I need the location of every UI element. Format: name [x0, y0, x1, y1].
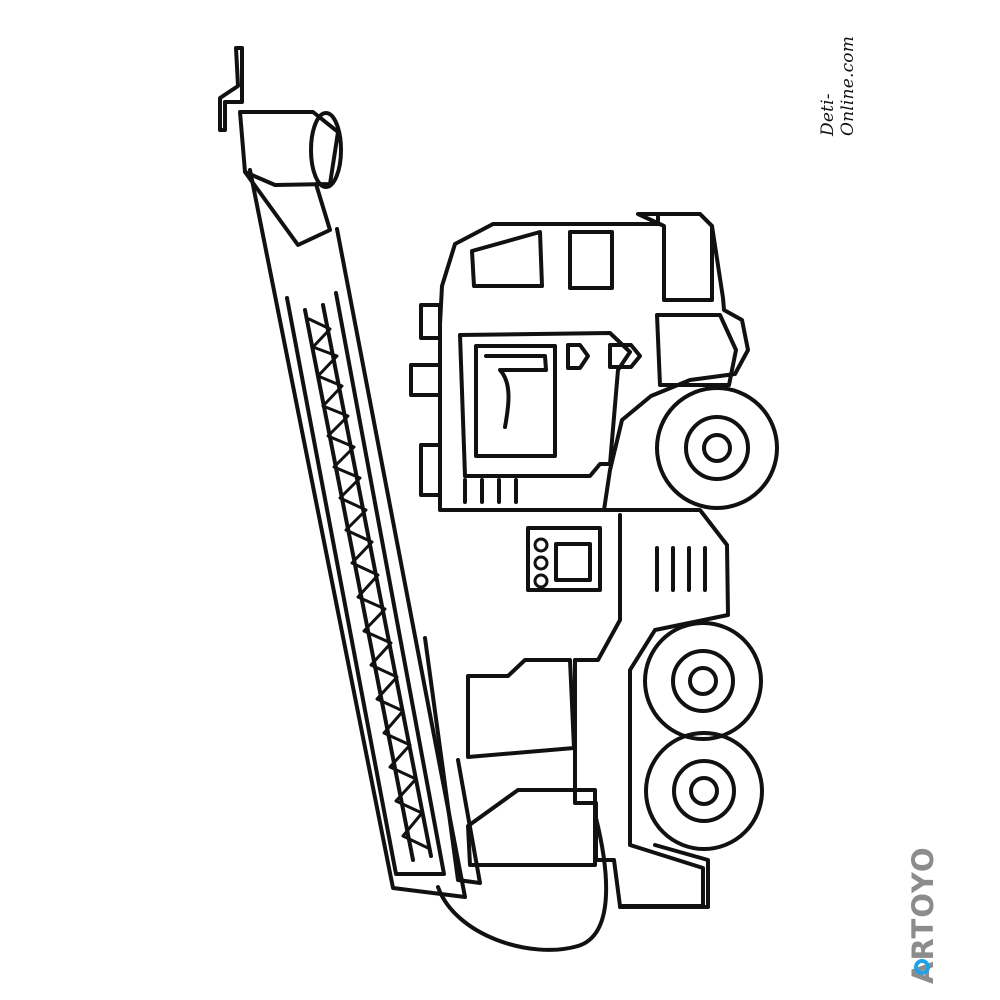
ladder-rail	[303, 308, 415, 862]
middle-wheel	[643, 621, 763, 741]
front-wheel-hub	[684, 415, 750, 481]
cab-handle	[566, 343, 590, 370]
control-knob-3	[533, 573, 549, 589]
side-window	[470, 230, 544, 288]
top-window	[568, 230, 614, 290]
grille-slots	[463, 478, 518, 504]
ladder-outer	[248, 168, 467, 899]
front-light	[608, 343, 642, 369]
ladder-rail-2	[321, 303, 433, 858]
rear-wheel-hub	[672, 759, 736, 823]
rear-step	[618, 843, 710, 909]
front-bumper	[655, 313, 738, 387]
roof-rack	[409, 303, 442, 497]
turntable-mount	[466, 658, 576, 759]
ladder-base-arm	[423, 636, 482, 885]
truck-cab-top	[438, 212, 750, 512]
ladder-hook	[218, 46, 244, 132]
site-watermark: Deti-Online.com	[818, 35, 858, 136]
rear-wheel-cap	[689, 776, 719, 806]
body-slots	[655, 546, 707, 592]
middle-wheel-hub	[671, 649, 735, 713]
control-panel	[526, 526, 602, 592]
brand-dot-icon	[914, 959, 930, 975]
ladder-rungs	[307, 317, 430, 850]
front-wheel	[655, 386, 779, 510]
control-knob-2	[533, 555, 549, 571]
ladder-bucket-end	[309, 111, 343, 189]
ladder-bucket	[238, 110, 340, 187]
door-frame	[458, 331, 632, 478]
middle-wheel-cap	[688, 666, 718, 696]
roof-cap	[636, 212, 714, 302]
door-window	[474, 344, 557, 458]
control-knob-1	[533, 537, 549, 553]
ladder-inner	[285, 291, 446, 876]
control-screen	[554, 542, 592, 582]
ladder-bucket-arm	[243, 170, 332, 247]
rear-hose-curve	[436, 816, 609, 952]
rear-wheel	[644, 731, 764, 851]
front-wheel-cap	[702, 433, 732, 463]
rear-view-mirror	[484, 354, 548, 429]
